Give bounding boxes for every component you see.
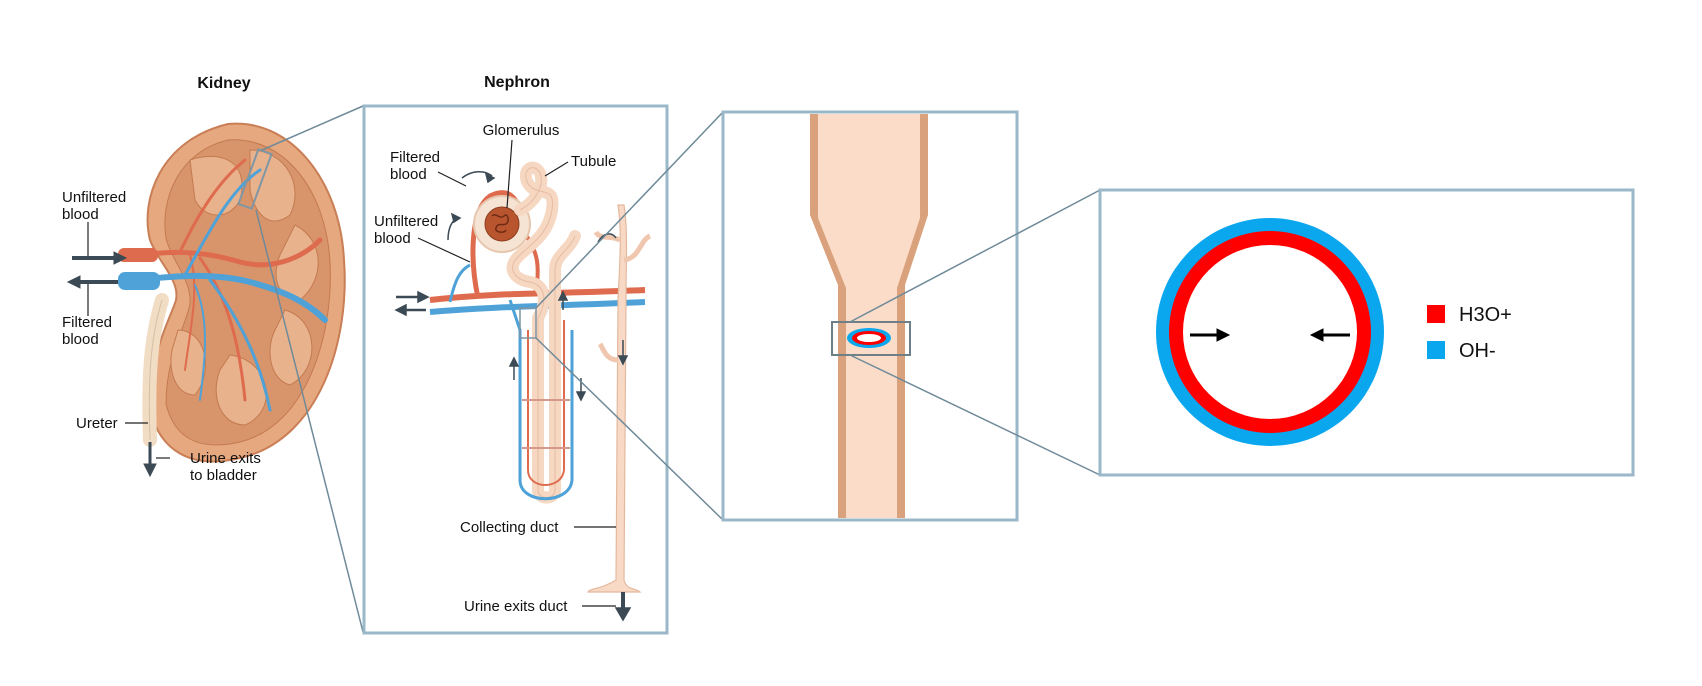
nephron-panel: Nephron xyxy=(364,74,667,633)
nephron-unfiltered-label-1: Unfiltered xyxy=(374,213,438,230)
renal-artery xyxy=(118,248,158,262)
glomerulus-label: Glomerulus xyxy=(483,122,560,139)
kidney-title: Kidney xyxy=(197,75,250,92)
urine-exits-label-1: Urine exits xyxy=(190,450,261,467)
legend-swatch-oh xyxy=(1427,341,1445,359)
nephron-filtered-label-2: blood xyxy=(390,166,427,183)
legend-swatch-h3o xyxy=(1427,305,1445,323)
mini-ring-center xyxy=(857,334,881,342)
urine-exits-duct-label: Urine exits duct xyxy=(464,598,568,615)
collecting-duct-label: Collecting duct xyxy=(460,519,559,536)
nephron-filtered-label-1: Filtered xyxy=(390,149,440,166)
legend-label-h3o: H3O+ xyxy=(1459,304,1512,326)
urine-exits-label-2: to bladder xyxy=(190,467,257,484)
kidney-filtered-label-2: blood xyxy=(62,331,99,348)
kidney-filtered-label-1: Filtered xyxy=(62,314,112,331)
ion-panel: H3O+ OH- xyxy=(1100,190,1633,475)
tubule-label: Tubule xyxy=(571,153,616,170)
kidney-unfiltered-label-1: Unfiltered xyxy=(62,189,126,206)
kidney-unfiltered-label-2: blood xyxy=(62,206,99,223)
ring-lumen xyxy=(1183,245,1357,419)
nephron-title: Nephron xyxy=(484,74,550,91)
legend-label-oh: OH- xyxy=(1459,340,1496,362)
ureter-label: Ureter xyxy=(76,415,118,432)
renal-vein xyxy=(118,272,160,290)
nephron-unfiltered-label-2: blood xyxy=(374,230,411,247)
kidney-panel: Kidney xyxy=(62,75,345,484)
duct-closeup-panel xyxy=(723,112,1017,520)
